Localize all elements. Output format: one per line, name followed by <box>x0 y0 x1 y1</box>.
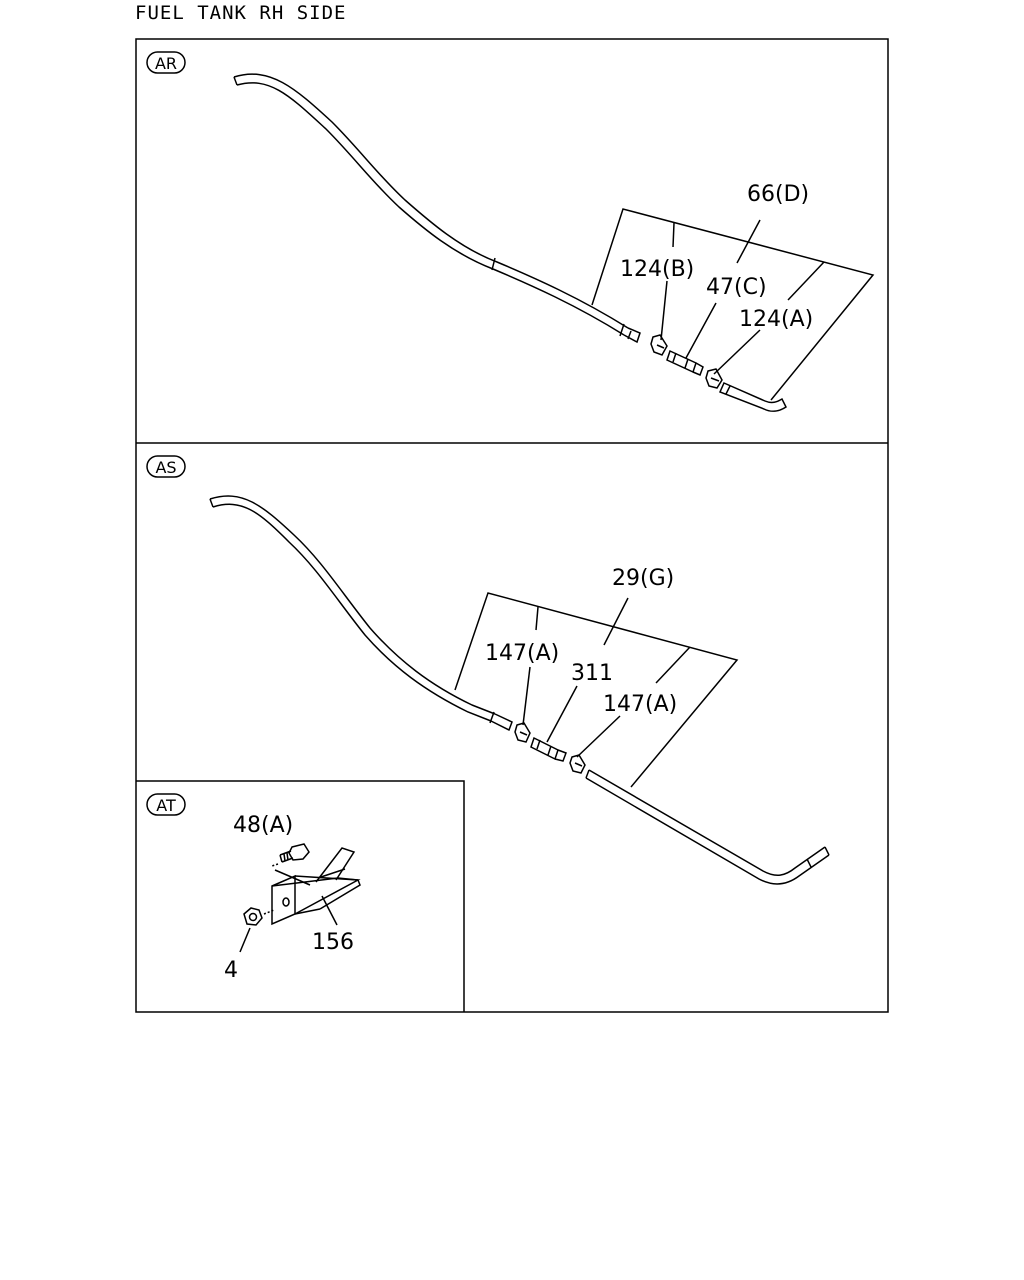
page-title: FUEL TANK RH SIDE <box>135 2 347 24</box>
fuel-pipe-29g <box>588 769 826 876</box>
fuel-pipe-upper-as <box>209 495 496 715</box>
section-as <box>209 495 830 885</box>
clip-124b <box>650 334 668 356</box>
fuel-pipe-lower-as <box>212 503 492 722</box>
label-311: 311 <box>571 661 613 686</box>
nut-4 <box>243 907 275 926</box>
label-4: 4 <box>224 958 238 983</box>
connector-47c <box>666 349 704 376</box>
label-156: 156 <box>312 930 354 955</box>
section-badge-ar-label: AR <box>155 54 177 73</box>
label-124a: 124(A) <box>739 307 813 332</box>
callout-frame-as <box>454 592 739 788</box>
hose-66d <box>718 382 787 412</box>
section-badge-at <box>146 793 186 816</box>
outer-frame <box>135 38 889 1013</box>
section-badge-as <box>146 455 186 478</box>
section-badge-as-label: AS <box>155 458 176 477</box>
label-124b: 124(B) <box>620 257 694 282</box>
label-29g: 29(G) <box>612 566 674 591</box>
pipe-joint <box>491 257 496 271</box>
section-badge-at-label: AT <box>156 796 176 815</box>
label-47c: 47(C) <box>706 275 767 300</box>
clip-147a-right <box>569 754 586 774</box>
section-badge-ar <box>146 51 186 74</box>
label-66d: 66(D) <box>747 182 809 207</box>
section-at <box>239 843 361 953</box>
clip-124a <box>705 368 723 389</box>
label-147a-right: 147(A) <box>603 692 677 717</box>
inset-frame <box>136 780 465 1012</box>
callout-frame-ar <box>591 208 875 401</box>
fuel-pipe-upper <box>233 73 629 329</box>
label-147a-left: 147(A) <box>485 641 559 666</box>
fuel-pipe-lower <box>236 82 625 336</box>
connector-311 <box>530 736 567 762</box>
clip-147a-left <box>514 722 531 743</box>
bolt-48a <box>271 843 310 867</box>
section-ar <box>233 73 875 412</box>
label-48a: 48(A) <box>233 813 293 838</box>
